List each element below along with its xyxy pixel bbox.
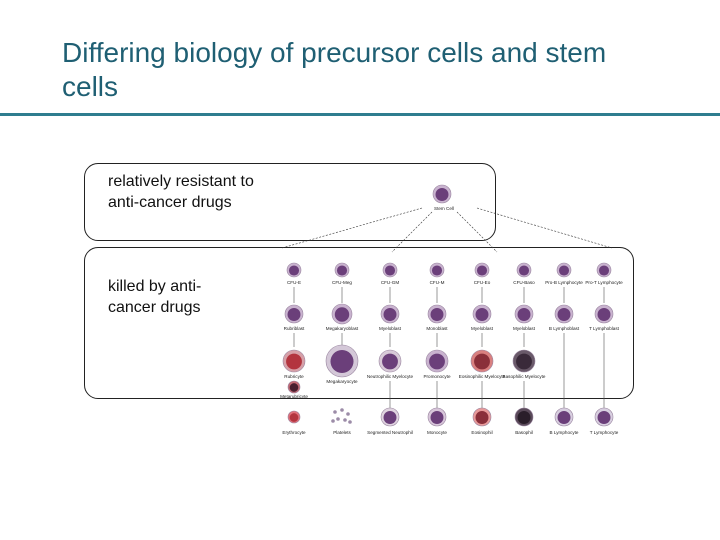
blast-cell bbox=[380, 304, 400, 324]
blast-label: Monoblast bbox=[426, 326, 448, 331]
intermediate-cell bbox=[325, 344, 359, 378]
metarubricyte-label: Metarubricyte bbox=[280, 394, 308, 399]
mature-cell bbox=[554, 407, 574, 427]
mature-label: Platelets bbox=[333, 430, 351, 435]
mature-label: Basophil bbox=[515, 430, 533, 435]
blast-label: T Lymphoblast bbox=[589, 326, 620, 331]
progenitor-cell bbox=[334, 262, 350, 278]
blast-cell bbox=[427, 304, 447, 324]
intermediate-label: Promonocyte bbox=[423, 374, 451, 379]
blast-cell bbox=[554, 304, 574, 324]
stem-cell bbox=[432, 184, 452, 204]
title-underline bbox=[0, 113, 720, 116]
intermediate-cell bbox=[378, 349, 402, 373]
platelets bbox=[331, 408, 352, 424]
lineage-connectors bbox=[281, 207, 613, 408]
progenitor-cell bbox=[286, 262, 302, 278]
intermediate-cell bbox=[470, 349, 494, 373]
progenitor-cell bbox=[596, 262, 612, 278]
blast-cell bbox=[472, 304, 492, 324]
intermediate-cell bbox=[512, 349, 536, 373]
mature-label: B Lymphocyte bbox=[550, 430, 579, 435]
progenitor-cell bbox=[474, 262, 490, 278]
sensitive-box bbox=[84, 247, 634, 399]
progenitor-label: CFU-Eo bbox=[474, 280, 491, 285]
progenitor-label: CFU-Meg bbox=[332, 280, 352, 285]
connector-line bbox=[391, 211, 433, 253]
mature-label: T Lymphocyte bbox=[590, 430, 619, 435]
progenitor-cell bbox=[516, 262, 532, 278]
blast-label: B Lymphoblast bbox=[549, 326, 580, 331]
intermediate-label: Rubricyte bbox=[284, 374, 304, 379]
cell-illustrations bbox=[282, 184, 614, 427]
blast-cell bbox=[284, 304, 304, 324]
progenitor-cell bbox=[429, 262, 445, 278]
progenitor-label: CFU-Baso bbox=[513, 280, 535, 285]
mature-cell bbox=[594, 407, 614, 427]
intermediate-label: Neutrophilic Myelocyte bbox=[367, 374, 414, 379]
progenitor-cell bbox=[382, 262, 398, 278]
blast-cell bbox=[331, 303, 353, 325]
intermediate-label: Megakaryocyte bbox=[326, 379, 358, 384]
progenitor-label: Pro-T Lymphocyte bbox=[585, 280, 623, 285]
progenitor-label: CFU-E bbox=[287, 280, 301, 285]
resistant-label: relatively resistant to anti-cancer drug… bbox=[108, 173, 254, 211]
resistant-box bbox=[84, 163, 496, 241]
intermediate-cell bbox=[282, 349, 306, 373]
connector-line bbox=[281, 207, 423, 249]
stem-cell-label: Stem Cell bbox=[434, 206, 454, 211]
slide-title: Differing biology of precursor cells and… bbox=[62, 37, 607, 102]
progenitor-label: CFU-GM bbox=[381, 280, 400, 285]
metarubricyte-cell bbox=[287, 380, 301, 394]
mature-cell bbox=[427, 407, 447, 427]
blast-label: Myeloblast bbox=[471, 326, 494, 331]
mature-label: Eosinophil bbox=[471, 430, 492, 435]
blast-label: Rubriblast bbox=[284, 326, 305, 331]
blast-cell bbox=[594, 304, 614, 324]
mature-cell bbox=[472, 407, 492, 427]
progenitor-cell bbox=[556, 262, 572, 278]
progenitor-label: Pro-B Lymphocyte bbox=[545, 280, 583, 285]
mature-cell bbox=[287, 410, 301, 424]
blast-label: Myeloblast bbox=[379, 326, 402, 331]
intermediate-cell bbox=[425, 349, 449, 373]
mature-cell bbox=[514, 407, 534, 427]
blast-label: Megakaryoblast bbox=[326, 326, 359, 331]
connector-line bbox=[476, 207, 613, 249]
mature-label: Segmented Neutrophil bbox=[367, 430, 413, 435]
sensitive-label: killed by anti-cancer drugs bbox=[108, 278, 202, 316]
progenitor-label: CFU-M bbox=[430, 280, 445, 285]
blast-cell bbox=[514, 304, 534, 324]
mature-label: Erythrocyte bbox=[282, 430, 306, 435]
intermediate-label: Basophilic Myelocyte bbox=[503, 374, 546, 379]
blast-label: Myeloblast bbox=[513, 326, 536, 331]
intermediate-label: Eosinophilic Myelocyte bbox=[459, 374, 506, 379]
mature-cell bbox=[380, 407, 400, 427]
mature-label: Monocyte bbox=[427, 430, 447, 435]
connector-line bbox=[456, 211, 498, 253]
